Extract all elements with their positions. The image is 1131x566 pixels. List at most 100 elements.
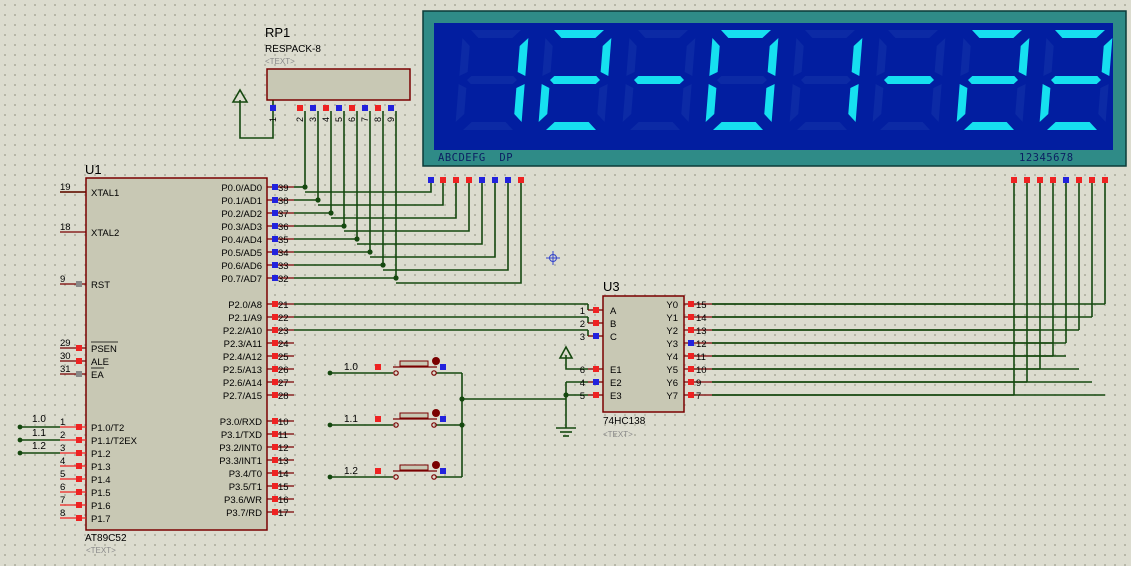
segment <box>789 84 801 122</box>
u1-pin-num: 36 <box>278 222 289 233</box>
u1-body[interactable] <box>85 177 268 531</box>
u3-pin-name: Y4 <box>666 352 678 363</box>
u1-pin-num: 29 <box>60 338 71 349</box>
rp1-pin-marker <box>297 105 303 111</box>
u1-pin-num: 1 <box>60 417 65 428</box>
u1-pin-marker <box>272 470 278 476</box>
u3-pin-num: 4 <box>580 378 585 389</box>
u1-pin-num: 18 <box>60 222 71 233</box>
u1-pin-marker <box>272 431 278 437</box>
u3-pin-name: B <box>610 319 616 330</box>
segment <box>713 122 763 130</box>
u1-pin-name: P3.6/WR <box>224 495 262 506</box>
u1-pin-num: 19 <box>60 182 71 193</box>
segment <box>876 38 887 76</box>
rp1-pin-num: 5 <box>334 117 344 122</box>
u3-pin-marker <box>688 392 694 398</box>
segment <box>542 38 553 76</box>
segment <box>1047 122 1097 130</box>
rp1-pin-marker <box>323 105 329 111</box>
u1-pin-num: 5 <box>60 469 65 480</box>
crosshair-icon <box>546 251 560 265</box>
u1-pin-num: 31 <box>60 364 71 375</box>
u1-pin-marker <box>272 210 278 216</box>
switch-cap <box>399 412 429 419</box>
segment <box>546 122 596 130</box>
segment <box>934 38 946 76</box>
segment <box>872 84 884 122</box>
u1-pin-name: ALE <box>91 357 109 368</box>
junction-dot <box>459 422 465 428</box>
segment <box>968 76 1018 84</box>
display-seg-wire <box>305 183 432 193</box>
display-seg-wire <box>318 183 444 206</box>
e1-vcc-wire <box>565 355 588 370</box>
junction-dot <box>367 249 373 255</box>
u3-pin-marker <box>593 366 599 372</box>
u1-pin-name: P2.7/A15 <box>223 391 262 402</box>
u3-pin-num: 14 <box>696 313 707 324</box>
switch-button-icon <box>432 357 440 365</box>
u1-pin-marker <box>76 345 82 351</box>
segment <box>1018 38 1030 76</box>
display-segment-pin <box>505 177 511 183</box>
switch-pin <box>375 416 381 422</box>
switch-pin <box>440 416 446 422</box>
u1-part: AT89C52 <box>85 533 127 544</box>
u1-pin-num: 27 <box>278 378 289 389</box>
u1-pin-name: XTAL1 <box>91 188 119 199</box>
segment <box>626 38 637 76</box>
u3-body[interactable] <box>602 295 685 413</box>
switch-contact <box>431 474 437 480</box>
segment <box>956 84 968 122</box>
u1-pin-name: P0.5/AD5 <box>221 248 262 259</box>
u1-pin-marker <box>272 249 278 255</box>
u1-pin-num: 8 <box>60 508 65 519</box>
u3-pin-name: E2 <box>610 378 622 389</box>
u3-pin-num: 2 <box>580 319 585 330</box>
u1-pin-name: P0.6/AD6 <box>221 261 262 272</box>
u1-pin-num: 35 <box>278 235 289 246</box>
u3-pin-name: Y7 <box>666 391 678 402</box>
u1-pin-name: P1.0/T2 <box>91 423 124 434</box>
switch-contact <box>393 474 399 480</box>
rp1-pin-num: 1 <box>268 117 278 122</box>
u1-pin-num: 6 <box>60 482 65 493</box>
junction-dot <box>563 392 569 398</box>
segment <box>634 76 684 84</box>
segment <box>797 122 847 130</box>
u1-pin-num: 32 <box>278 274 289 285</box>
u1-pin-name: P0.3/AD3 <box>221 222 262 233</box>
u1-pin-num: 16 <box>278 495 289 506</box>
display-segment-pin <box>479 177 485 183</box>
switch-contact <box>393 422 399 428</box>
u1-pin-name: RST <box>91 280 110 291</box>
u1-pin-name: P2.3/A11 <box>224 339 262 350</box>
u1-pin-num: 15 <box>278 482 289 493</box>
u1-pin-name: P2.6/A14 <box>223 378 262 389</box>
u3-pin-marker <box>688 340 694 346</box>
segment <box>1055 30 1105 38</box>
u1-pin-name: P3.2/INT0 <box>219 443 262 454</box>
u1-pin-num: 34 <box>278 248 289 259</box>
u1-text: <TEXT> <box>86 546 116 555</box>
u1-pin-num: 38 <box>278 196 289 207</box>
u1-pin-name: P1.5 <box>91 488 111 499</box>
u1-pin-marker <box>76 437 82 443</box>
u1-pin-num: 24 <box>278 339 289 350</box>
display-segment-pin <box>492 177 498 183</box>
u3-pin-marker <box>593 320 599 326</box>
junction-dot <box>302 184 308 190</box>
rp1-pin-num: 3 <box>308 117 318 122</box>
switch-contact <box>431 370 437 376</box>
segment <box>1098 84 1109 122</box>
segment <box>514 84 525 122</box>
u1-pin-name: P3.5/T1 <box>229 482 262 493</box>
u1-pin-marker <box>272 314 278 320</box>
rp1-body[interactable] <box>266 68 411 101</box>
vcc-arrow-icon <box>231 88 249 103</box>
display-segment-pin <box>428 177 434 183</box>
